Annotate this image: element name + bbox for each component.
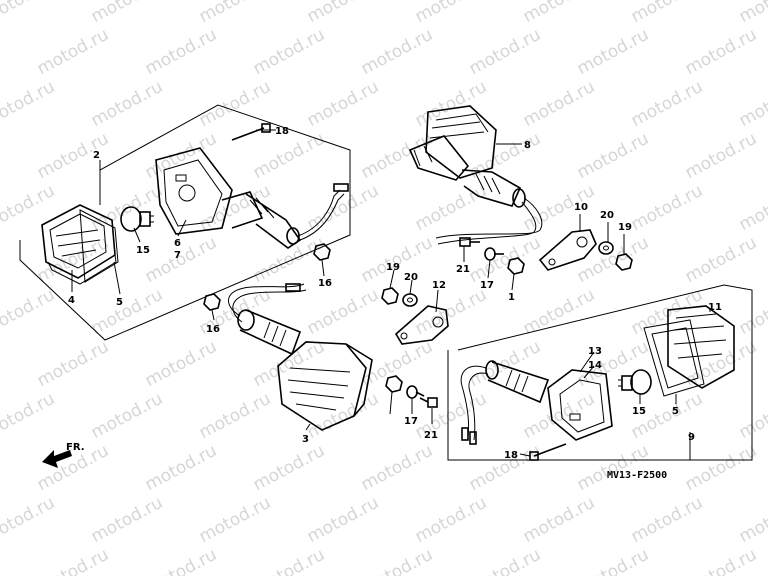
nut-16-lower (203, 293, 221, 311)
nut-16-upper (313, 243, 331, 261)
nut-19-mid (381, 287, 399, 305)
gasket-left (79, 209, 119, 283)
callout-21-lower: 21 (424, 430, 438, 441)
front-arrow-icon: FR. (42, 442, 85, 468)
wire-left-2 (299, 193, 345, 241)
wire-left (297, 189, 341, 237)
housing-left (155, 147, 302, 249)
collar-17-lower (406, 385, 425, 399)
connector-left (333, 183, 349, 192)
lens-right (667, 305, 735, 389)
callout-3: 3 (302, 434, 309, 445)
callout-20-mid: 20 (404, 272, 418, 283)
callout-9: 9 (688, 432, 695, 443)
wire-right-lower (460, 365, 487, 437)
washer-20-right (598, 241, 614, 255)
callout-5-left: 5 (116, 297, 123, 308)
callout-15-right: 15 (632, 406, 646, 417)
callout-12: 12 (432, 280, 446, 291)
wire-right-upper (435, 197, 543, 239)
diagram-code: MV13-F2500 (607, 470, 667, 481)
callout-5-right: 5 (672, 406, 679, 417)
bracket-12 (394, 305, 449, 345)
washer-20-mid (402, 293, 418, 307)
lens-left (41, 204, 117, 285)
callout-7: 7 (174, 250, 181, 261)
callout-19-mid: 19 (386, 262, 400, 273)
nut-19-right (615, 253, 633, 271)
callout-15-left: 15 (136, 245, 150, 256)
callouts: 2 4 5 15 6 7 18 16 16 3 8 10 20 19 21 17… (68, 126, 722, 461)
callout-6: 6 (174, 238, 181, 249)
bulb-right (618, 369, 652, 395)
leader-lines (71, 129, 711, 460)
group-box-left (19, 104, 351, 341)
callout-21-upper: 21 (456, 264, 470, 275)
callout-16-lower: 16 (206, 324, 220, 335)
winker-left-lower (237, 309, 373, 431)
bolt-21-lower (419, 397, 438, 408)
winker-right-upper (408, 105, 526, 208)
bulb-left (120, 206, 154, 232)
bracket-10 (538, 229, 597, 271)
wire-left-lower (228, 283, 305, 317)
callout-20-right: 20 (600, 210, 614, 221)
callout-1: 1 (508, 292, 515, 303)
screw-18-lower (533, 443, 567, 457)
callout-16-upper: 16 (318, 278, 332, 289)
callout-18-top: 18 (275, 126, 289, 137)
callout-2: 2 (93, 150, 100, 161)
callout-19-right: 19 (618, 222, 632, 233)
callout-4: 4 (68, 295, 75, 306)
callout-11: 11 (708, 302, 722, 313)
callout-18-lower: 18 (504, 450, 518, 461)
callout-14: 14 (588, 360, 602, 371)
nut-1 (507, 257, 525, 275)
housing-right (485, 360, 613, 441)
callout-17-lower: 17 (404, 416, 418, 427)
collar-17-upper (484, 247, 504, 261)
callout-13: 13 (588, 346, 602, 357)
front-label: FR. (66, 442, 85, 453)
gasket-right (643, 319, 705, 397)
group-box-right (447, 284, 753, 461)
nut-mid-lower (385, 375, 403, 393)
callout-10: 10 (574, 202, 588, 213)
callout-8: 8 (524, 140, 531, 151)
bolt-21-upper (459, 237, 480, 247)
callout-17-upper: 17 (480, 280, 494, 291)
